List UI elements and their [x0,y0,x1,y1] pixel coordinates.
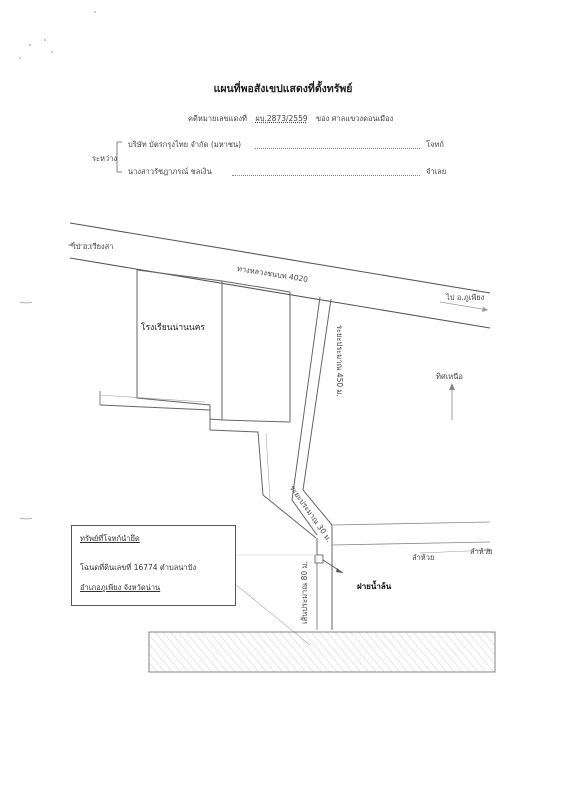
label-stream-1: ลำห้วย [412,553,435,562]
weir-marker [314,554,324,564]
stream-south-bank [331,541,491,546]
school-outline [136,269,223,421]
road-east-edge [302,298,333,526]
property-info-box: ทรัพย์ที่โจทก์นำยึด โฉนดที่ดินเลขที่ 167… [71,525,236,606]
label-to-west: ไป อ.เวียงสา [72,242,114,251]
lane-west-edge [99,404,317,539]
label-to-east: ไป อ.ภูเพียง [446,293,485,302]
plaintiff-role: โจทก์ [426,140,444,149]
label-weir: ฝายน้ำล้น [357,582,392,591]
label-north: ทิศเหนือ [436,372,463,381]
property-plot [148,631,496,673]
defendant-name: นางสาวรัชฎาภรณ์ ชลเงิน [128,167,212,176]
case-prefix: คดีหมายเลขแดงที่ [188,114,247,123]
defendant-role: จำเลย [426,167,447,176]
road-west-edge [291,296,321,536]
property-box-title: ทรัพย์ที่โจทก์นำยึด [80,534,140,543]
stream-north-bank [331,521,491,526]
east-arrow [439,301,489,311]
defendant-dotted-line [232,175,420,176]
court-name: ของ ศาลแขวงดอนเมือง [316,114,394,123]
school-north-wall [221,280,291,293]
label-dist-80: เส้นประมาณ 80 ม. [300,561,309,624]
between-label: ระหว่าง [92,154,118,163]
plaintiff-dotted-line [255,148,420,149]
label-stream-2: ลำห้วย [470,547,493,556]
label-school: โรงเรียนน่านนคร [141,323,205,333]
case-number: ผบ.2873/2559 [255,114,308,123]
property-deed: โฉนดที่ดินเลขที่ 16774 ตำบลนาปัง [80,563,197,572]
property-district: อำเภอภูเพียง จังหวัดน่าน [80,583,161,592]
highway-south-edge [69,257,491,329]
case-line: คดีหมายเลขแดงที่ ผบ.2873/2559 ของ ศาลแขว… [188,113,393,125]
plaintiff-name: บริษัท บัตรกรุงไทย จำกัด (มหาชน) [128,140,242,149]
page-title: แผนที่พอสังเขปแสดงที่ตั้งทรัพย์ [213,83,353,95]
label-dist-450: ระยะประมาณ 450 ม. [335,325,344,397]
highway-north-edge [69,222,491,294]
